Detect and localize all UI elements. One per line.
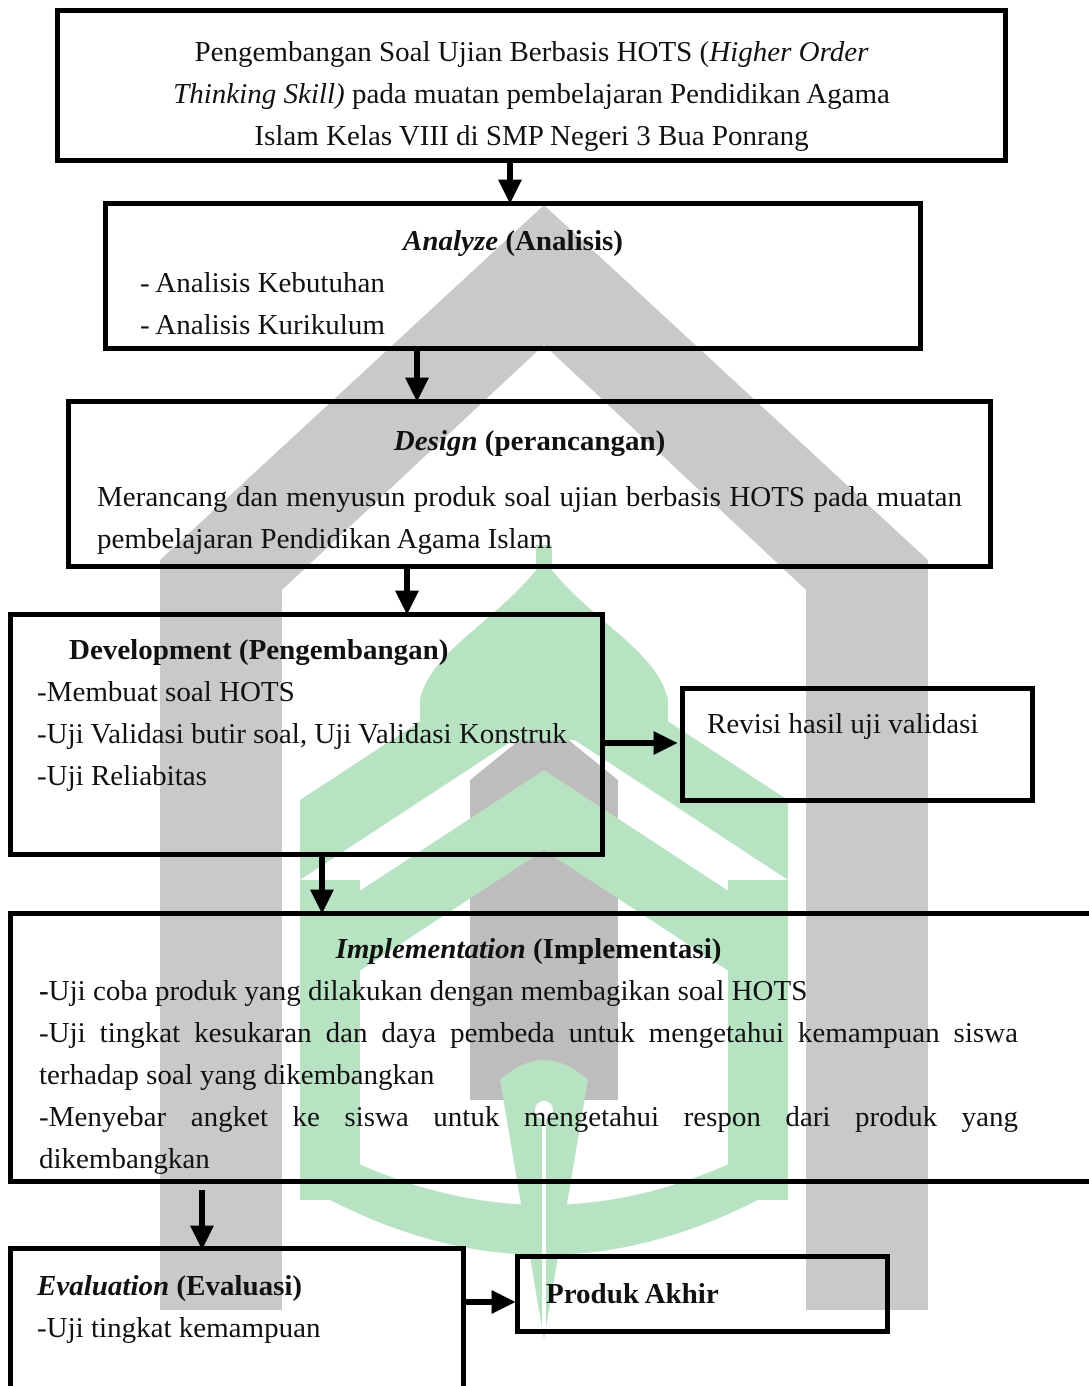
- implementation-heading-rest: (Implementasi): [525, 933, 722, 965]
- implementation-item-text: Uji coba produk yang dilakukan dengan me…: [48, 975, 808, 1008]
- development-box: Development (Pengembangan) -Membuat soal…: [8, 612, 605, 857]
- analyze-heading: Analyze (Analisis): [108, 220, 918, 262]
- development-item: -Uji Reliabitas: [37, 760, 207, 793]
- watermark-book: [330, 1150, 758, 1255]
- implementation-heading: Implementation (Implementasi): [39, 928, 1018, 970]
- design-heading-italic: Design: [393, 425, 478, 457]
- implementation-item: -Uji tingkat kesukaran dan daya pembeda …: [39, 1017, 1018, 1092]
- evaluation-box: Evaluation (Evaluasi) -Uji tingkat kemam…: [8, 1246, 466, 1386]
- implementation-item-dash: -: [39, 975, 49, 1008]
- title-line-1: Pengembangan Soal Ujian Berbasis HOTS (H…: [80, 31, 983, 73]
- development-item: -Membuat soal HOTS: [37, 676, 295, 709]
- development-heading: Development (Pengembangan): [69, 634, 449, 666]
- watermark-pillar-left: [300, 880, 360, 1200]
- analyze-heading-italic: Analyze: [403, 225, 499, 257]
- implementation-item: -Uji coba produk yang dilakukan dengan m…: [39, 970, 1018, 1012]
- watermark-chevron-upper: [300, 640, 788, 880]
- analyze-box: Analyze (Analisis) - Analisis Kebutuhan …: [103, 201, 923, 351]
- design-body: Merancang dan menyusun produk soal ujian…: [97, 481, 962, 556]
- design-box: Design (perancangan) Merancang dan menyu…: [66, 399, 993, 569]
- title-line2-suffix: pada muatan pembelajaran Pendidikan Agam…: [344, 78, 890, 111]
- title-line1-italic: Higher Order: [709, 36, 869, 68]
- title-box: Pengembangan Soal Ujian Berbasis HOTS (H…: [55, 8, 1008, 163]
- analyze-item: - Analisis Kurikulum: [140, 309, 385, 342]
- title-line-3: Islam Kelas VIII di SMP Negeri 3 Bua Pon…: [254, 120, 809, 153]
- evaluation-heading-italic: Evaluation: [37, 1270, 170, 1302]
- watermark-arch: [160, 205, 928, 1310]
- produk-akhir-text: Produk Akhir: [546, 1278, 719, 1310]
- evaluation-heading-rest: (Evaluasi): [169, 1270, 303, 1302]
- analyze-item: - Analisis Kebutuhan: [140, 267, 385, 300]
- implementation-box: Implementation (Implementasi) -Uji coba …: [8, 911, 1089, 1184]
- analyze-heading-rest: (Analisis): [498, 225, 623, 257]
- design-heading: Design (perancangan): [97, 420, 962, 462]
- produk-akhir-box: Produk Akhir: [515, 1254, 890, 1334]
- watermark-pillar-right: [728, 880, 788, 1200]
- title-line2-italic: Thinking Skill): [173, 78, 345, 111]
- implementation-heading-italic: Implementation: [335, 933, 526, 965]
- revisi-box: Revisi hasil uji validasi: [680, 686, 1035, 803]
- evaluation-heading: Evaluation (Evaluasi): [37, 1265, 461, 1307]
- evaluation-item: -Uji tingkat kemampuan: [37, 1312, 321, 1345]
- watermark-chevron-lower: [300, 770, 788, 1010]
- implementation-item: -Menyebar angket ke siswa untuk mengetah…: [39, 1101, 1018, 1176]
- title-line1-prefix: Pengembangan Soal Ujian Berbasis HOTS (: [194, 36, 710, 68]
- title-line-2: Thinking Skill) pada muatan pembelajaran…: [80, 73, 983, 115]
- development-item: -Uji Validasi butir soal, Uji Validasi K…: [37, 718, 567, 751]
- design-heading-rest: (perancangan): [477, 425, 666, 457]
- revisi-text: Revisi hasil uji validasi: [707, 708, 979, 740]
